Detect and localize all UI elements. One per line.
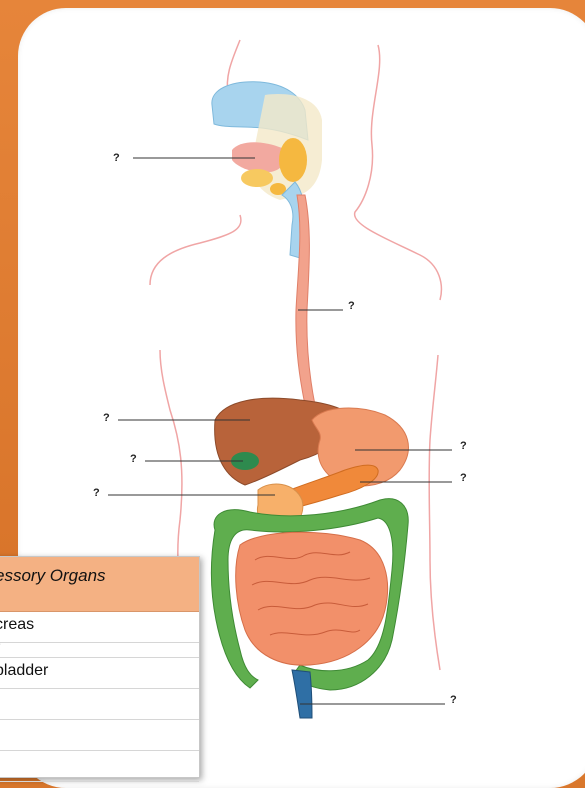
label-gallbladder: ?	[130, 453, 137, 465]
table-row: creas	[0, 612, 199, 643]
label-pancreas: ?	[460, 472, 467, 484]
table-row	[0, 689, 199, 720]
label-duodenum: ?	[93, 487, 100, 499]
rectum	[292, 670, 312, 718]
accessory-organs-table: essory Organs creas r bladder	[0, 556, 200, 778]
salivary-gland-2	[241, 169, 273, 187]
label-esophagus: ?	[348, 300, 355, 312]
table-row: bladder	[0, 658, 199, 689]
label-stomach: ?	[460, 440, 467, 452]
row-text: bladder	[0, 662, 48, 680]
tongue	[232, 142, 286, 172]
table-rows: creas r bladder	[0, 612, 199, 782]
label-rectum: ?	[450, 694, 457, 706]
label-liver: ?	[103, 412, 110, 424]
row-text: creas	[0, 616, 34, 634]
table-row	[0, 720, 199, 751]
table-row: r	[0, 643, 199, 658]
label-mouth: ?	[113, 152, 120, 164]
small-intestine	[236, 532, 388, 665]
table-header: essory Organs	[0, 557, 199, 612]
table-title: essory Organs	[0, 566, 106, 586]
salivary-gland	[279, 138, 307, 182]
